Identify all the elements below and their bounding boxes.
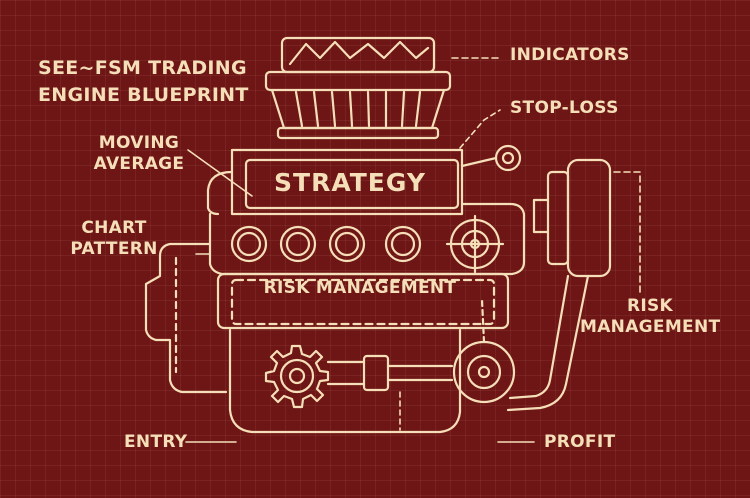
chart-pattern-line-2: PATTERN [70,239,158,259]
diagram-title: SEE~FSM TRADING ENGINE BLUEPRINT [38,55,249,109]
risk-management-inner-label: RISK MANAGEMENT [263,278,457,298]
risk-management-line-1: RISK [626,296,674,316]
title-line-2: ENGINE BLUEPRINT [38,84,249,106]
stop-loss-label: STOP-LOSS [510,98,619,118]
engine-block [206,148,526,330]
air-filter [264,36,452,140]
moving-average-line-2: AVERAGE [93,154,185,174]
moving-average-label: MOVING AVERAGE [84,133,194,175]
entry-label: ENTRY [124,432,188,452]
title-line-1: SEE~FSM TRADING [38,57,247,79]
risk-management-label: RISK MANAGEMENT [580,296,720,338]
indicators-label: INDICATORS [510,45,630,65]
side-housing [144,242,462,434]
moving-average-line-1: MOVING [98,133,180,153]
risk-management-line-2: MANAGEMENT [580,317,721,337]
right-cylinder [460,144,612,412]
chart-pattern-line-1: CHART [81,218,147,238]
leader-lines [185,57,641,443]
chart-pattern-label: CHART PATTERN [64,218,164,260]
pipe [326,298,516,404]
profit-label: PROFIT [544,432,616,452]
gear [264,344,330,409]
strategy-label: STRATEGY [274,168,426,197]
